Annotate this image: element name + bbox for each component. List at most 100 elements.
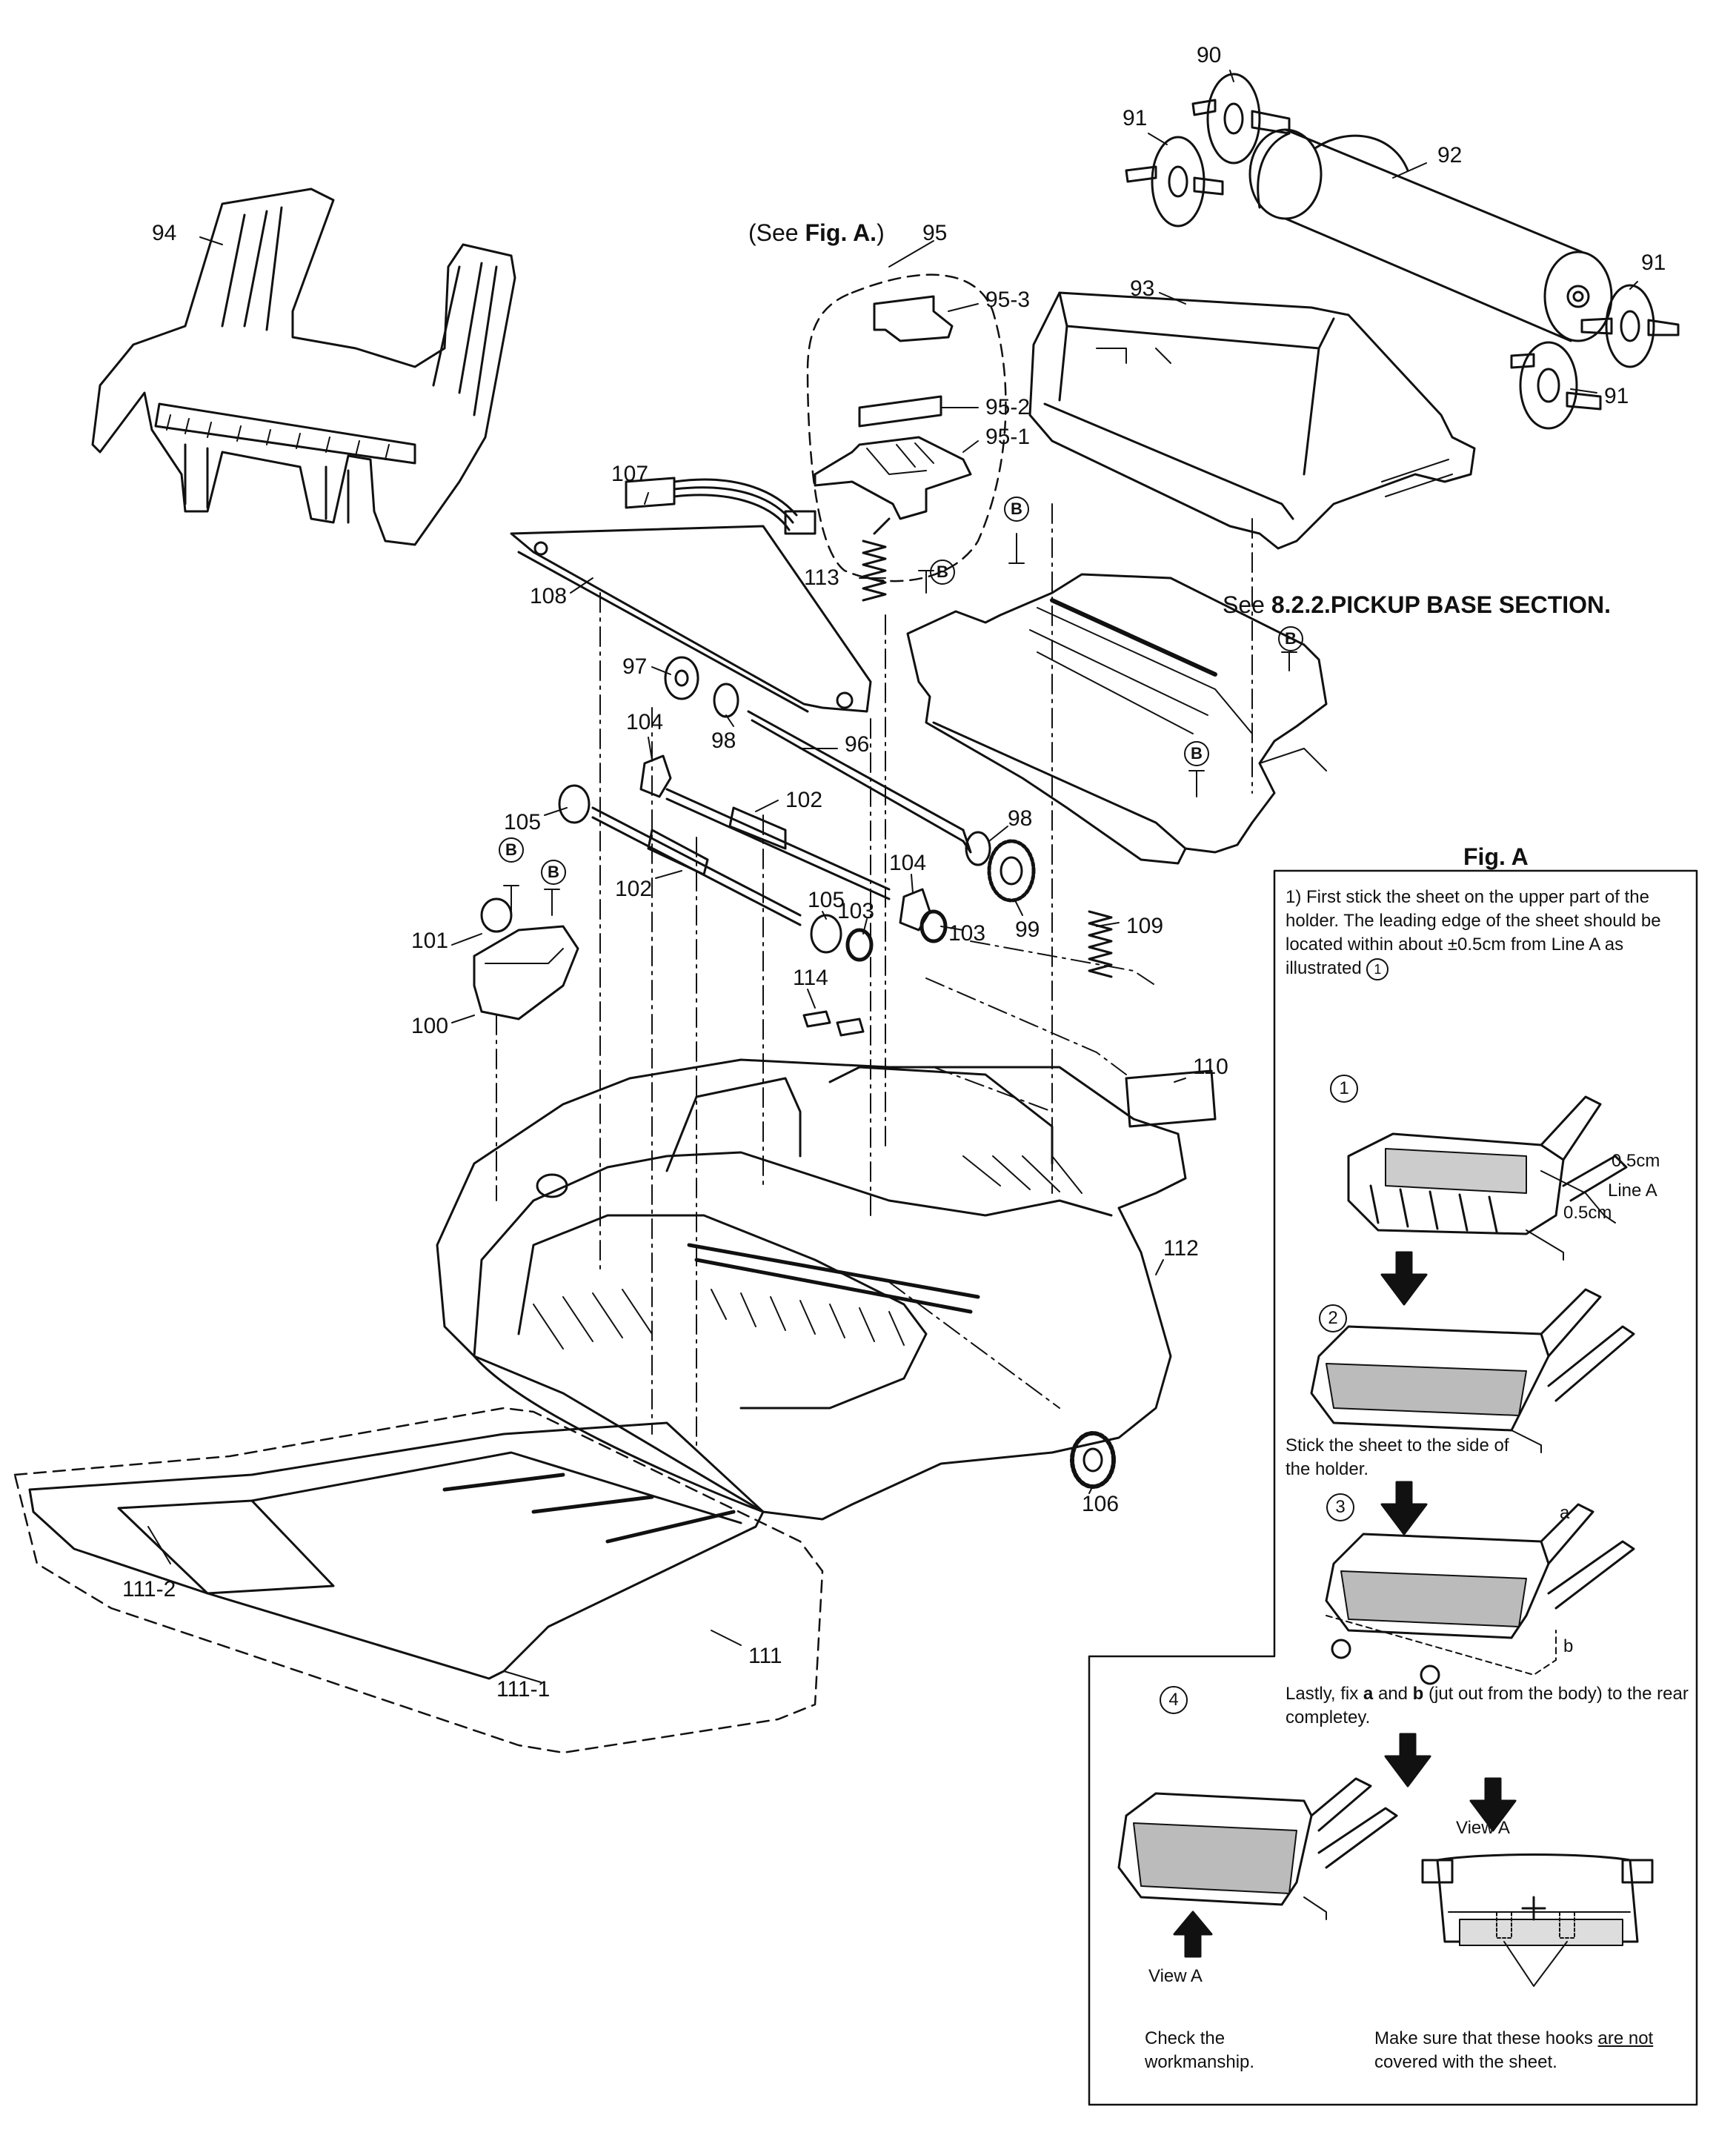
label-part-90: 90 [1197, 43, 1222, 67]
label-part-98: 98 [1008, 806, 1033, 831]
label-part-112: 112 [1163, 1236, 1199, 1261]
down-arrow-4 [1469, 1777, 1517, 1832]
label-part-105: 105 [808, 888, 845, 912]
label-part-100: 100 [411, 1014, 449, 1038]
part-104-holder-a [639, 754, 672, 798]
screw-b-mark: B [1278, 626, 1303, 651]
label-part-94: 94 [152, 221, 177, 245]
screw-b-mark: B [1184, 741, 1209, 766]
step-ref-1: 1 [1366, 957, 1389, 980]
step-number-4: 4 [1160, 1686, 1188, 1714]
label-part-104: 104 [626, 710, 664, 734]
part-105-holder-b [810, 914, 842, 954]
part-91-reel-b [1580, 284, 1680, 368]
label-part-95-1: 95-1 [985, 425, 1031, 449]
line-a-label: Line A [1608, 1181, 1657, 1201]
part-92-roll [1248, 128, 1613, 342]
label-part-99: 99 [1015, 917, 1040, 942]
part-100-bracket [473, 925, 579, 1020]
label-part-103: 103 [837, 899, 875, 923]
part-95-group [806, 273, 1007, 582]
fig-a-holder-4 [1117, 1777, 1398, 1920]
label-part-91: 91 [1604, 384, 1629, 408]
part-102-shaft-a [665, 788, 891, 900]
dimension-label: 0.5cm [1612, 1151, 1660, 1171]
guide-lines [496, 503, 1253, 1446]
label-part-103: 103 [948, 921, 986, 946]
label-part-114: 114 [793, 966, 828, 990]
fig-a-holder-1 [1347, 1095, 1628, 1261]
part-103-gear-a [845, 928, 874, 962]
hooks-note-text: Make sure that these hooks are not cover… [1374, 2028, 1654, 2072]
part-98-bushing-a [713, 683, 739, 718]
label-part-95-3: 95-3 [985, 288, 1031, 312]
label-part-107: 107 [611, 462, 649, 486]
part-110-sheet [1125, 1069, 1217, 1128]
part-91-reel-a [1125, 136, 1224, 228]
part-112-body [436, 1058, 1187, 1521]
screw-b-mark: B [541, 860, 566, 885]
screw-b-mark: B [1004, 497, 1029, 522]
step-number-2: 2 [1319, 1304, 1347, 1332]
label-part-101: 101 [411, 929, 449, 953]
dimension-label: 0.5cm [1563, 1203, 1612, 1223]
see-pickup-base-note: See 8.2.2.PICKUP BASE SECTION. [1223, 591, 1612, 618]
label-part-113: 113 [804, 565, 839, 590]
view-a-illustration [1421, 1853, 1654, 1987]
fig-a-holder-2 [1310, 1288, 1635, 1453]
pickup-base [906, 573, 1328, 865]
part-109-spring [1088, 910, 1113, 978]
see-fig-a-note: (See Fig. A.) [748, 219, 885, 246]
label-part-95: 95 [922, 221, 948, 245]
check-workmanship-text: Check the workmanship. [1145, 2028, 1255, 2072]
label-part-106: 106 [1082, 1492, 1120, 1516]
label-part-95-2: 95-2 [985, 395, 1031, 419]
fig-a-title: Fig. A [1463, 843, 1529, 870]
down-arrow-2 [1380, 1481, 1428, 1536]
label-part-98: 98 [711, 728, 736, 753]
part-104-holder-b [899, 888, 931, 932]
down-arrow-1 [1380, 1251, 1428, 1306]
label-part-92: 92 [1437, 143, 1463, 167]
part-98-bushing-b [965, 831, 991, 866]
part-97-gear [664, 656, 699, 700]
label-part-105: 105 [504, 810, 542, 834]
fig-a-step-3-text: Lastly, fix a and b (jut out from the bo… [1286, 1684, 1689, 1727]
step-number-1: 1 [1330, 1075, 1358, 1103]
label-part-110: 110 [1193, 1055, 1228, 1079]
label-part-97: 97 [622, 654, 648, 679]
view-a-arrow-label: View A [1148, 1966, 1203, 1986]
label-part-109: 109 [1126, 914, 1164, 938]
label-part-108: 108 [530, 584, 568, 608]
part-93-frame [1028, 291, 1476, 550]
fig-a-step-1-text: 1) First stick the sheet on the upper pa… [1286, 886, 1686, 980]
label-part-102: 102 [785, 788, 823, 812]
part-94-tray [91, 187, 516, 546]
part-111-tray [13, 1407, 824, 1754]
down-arrow-3 [1384, 1733, 1431, 1788]
label-part-111-1: 111-1 [496, 1677, 551, 1702]
mark-a: a [1560, 1503, 1570, 1523]
label-part-111: 111 [748, 1644, 782, 1668]
mark-b: b [1563, 1636, 1574, 1656]
fig-a-holder-3 [1325, 1503, 1635, 1685]
part-106-gear [1070, 1431, 1116, 1489]
screw-b-mark: B [499, 837, 524, 863]
part-101-roller [480, 897, 513, 933]
part-91-reel-c [1510, 341, 1602, 430]
fig-a-step-2-text: Stick the sheet to the side of the holde… [1286, 1435, 1509, 1479]
label-part-91: 91 [1123, 106, 1148, 130]
leader-lines [147, 70, 1638, 1683]
fig-a-frame [1088, 869, 1698, 2106]
part-99-gear [987, 839, 1036, 903]
part-90-reel [1191, 73, 1291, 165]
part-113-spring [862, 540, 887, 602]
label-part-111-2: 111-2 [122, 1577, 176, 1601]
view-a-title: View A [1456, 1818, 1510, 1838]
screw-b-mark: B [930, 560, 955, 585]
step-number-3: 3 [1326, 1493, 1354, 1521]
view-a-arrow [1173, 1911, 1213, 1958]
part-114-pads [802, 1010, 865, 1037]
label-part-96: 96 [845, 732, 870, 757]
